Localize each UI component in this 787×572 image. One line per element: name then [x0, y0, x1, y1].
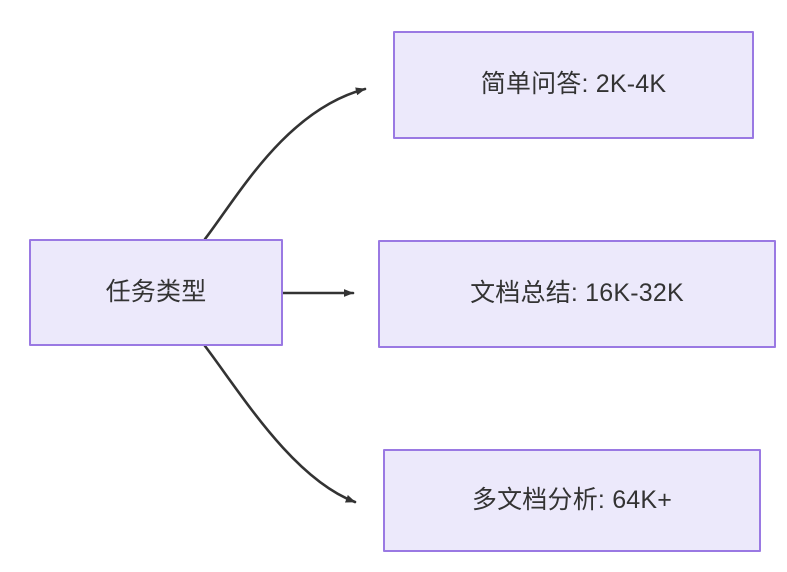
- node-simple-qa-label: 简单问答: 2K-4K: [480, 70, 667, 99]
- node-task-type[interactable]: 任务类型: [29, 239, 283, 346]
- node-task-type-label: 任务类型: [105, 277, 207, 306]
- node-multi-doc-label: 多文档分析: 64K+: [471, 485, 673, 514]
- node-doc-summary-label: 文档总结: 16K-32K: [470, 279, 684, 308]
- node-multi-doc[interactable]: 多文档分析: 64K+: [383, 449, 761, 552]
- node-simple-qa[interactable]: 简单问答: 2K-4K: [393, 31, 754, 139]
- node-doc-summary[interactable]: 文档总结: 16K-32K: [378, 240, 776, 348]
- edge-to-multi-doc: [203, 344, 357, 504]
- edge-to-simple-qa: [203, 87, 367, 241]
